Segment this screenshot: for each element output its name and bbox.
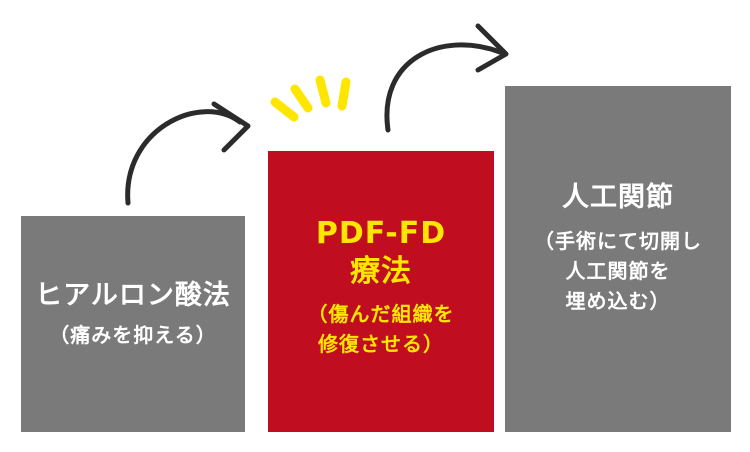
hyaluronic-acid-block: ヒアルロン酸法 （痛みを抑える） <box>21 216 245 432</box>
hyaluronic-acid-note: （痛みを抑える） <box>49 323 217 347</box>
pdf-fd-note-line2: 修復させる） <box>318 331 444 356</box>
hyaluronic-acid-title: ヒアルロン酸法 <box>35 280 231 311</box>
arrow-1-icon <box>125 101 251 206</box>
pdf-fd-note: （傷んだ組織を 修復させる） <box>308 299 455 359</box>
sparkle-icon <box>270 75 351 122</box>
artificial-joint-note-line2: 人工関節を <box>565 259 671 283</box>
artificial-joint-note: （手術にて切開し 人工関節を 埋め込む） <box>534 226 702 316</box>
artificial-joint-note-line3: 埋め込む） <box>565 289 671 313</box>
artificial-joint-note-line1: （手術にて切開し <box>534 229 702 253</box>
artificial-joint-title: 人工関節 <box>562 182 674 213</box>
pdf-fd-title-line2: 療法 <box>350 253 412 289</box>
arrow-2-icon <box>384 23 509 133</box>
pdf-fd-title-line1: PDF-FD <box>315 215 447 251</box>
artificial-joint-block: 人工関節 （手術にて切開し 人工関節を 埋め込む） <box>505 86 731 432</box>
pdf-fd-block: PDF-FD 療法 （傷んだ組織を 修復させる） <box>268 151 494 432</box>
pdf-fd-note-line1: （傷んだ組織を <box>307 301 455 326</box>
